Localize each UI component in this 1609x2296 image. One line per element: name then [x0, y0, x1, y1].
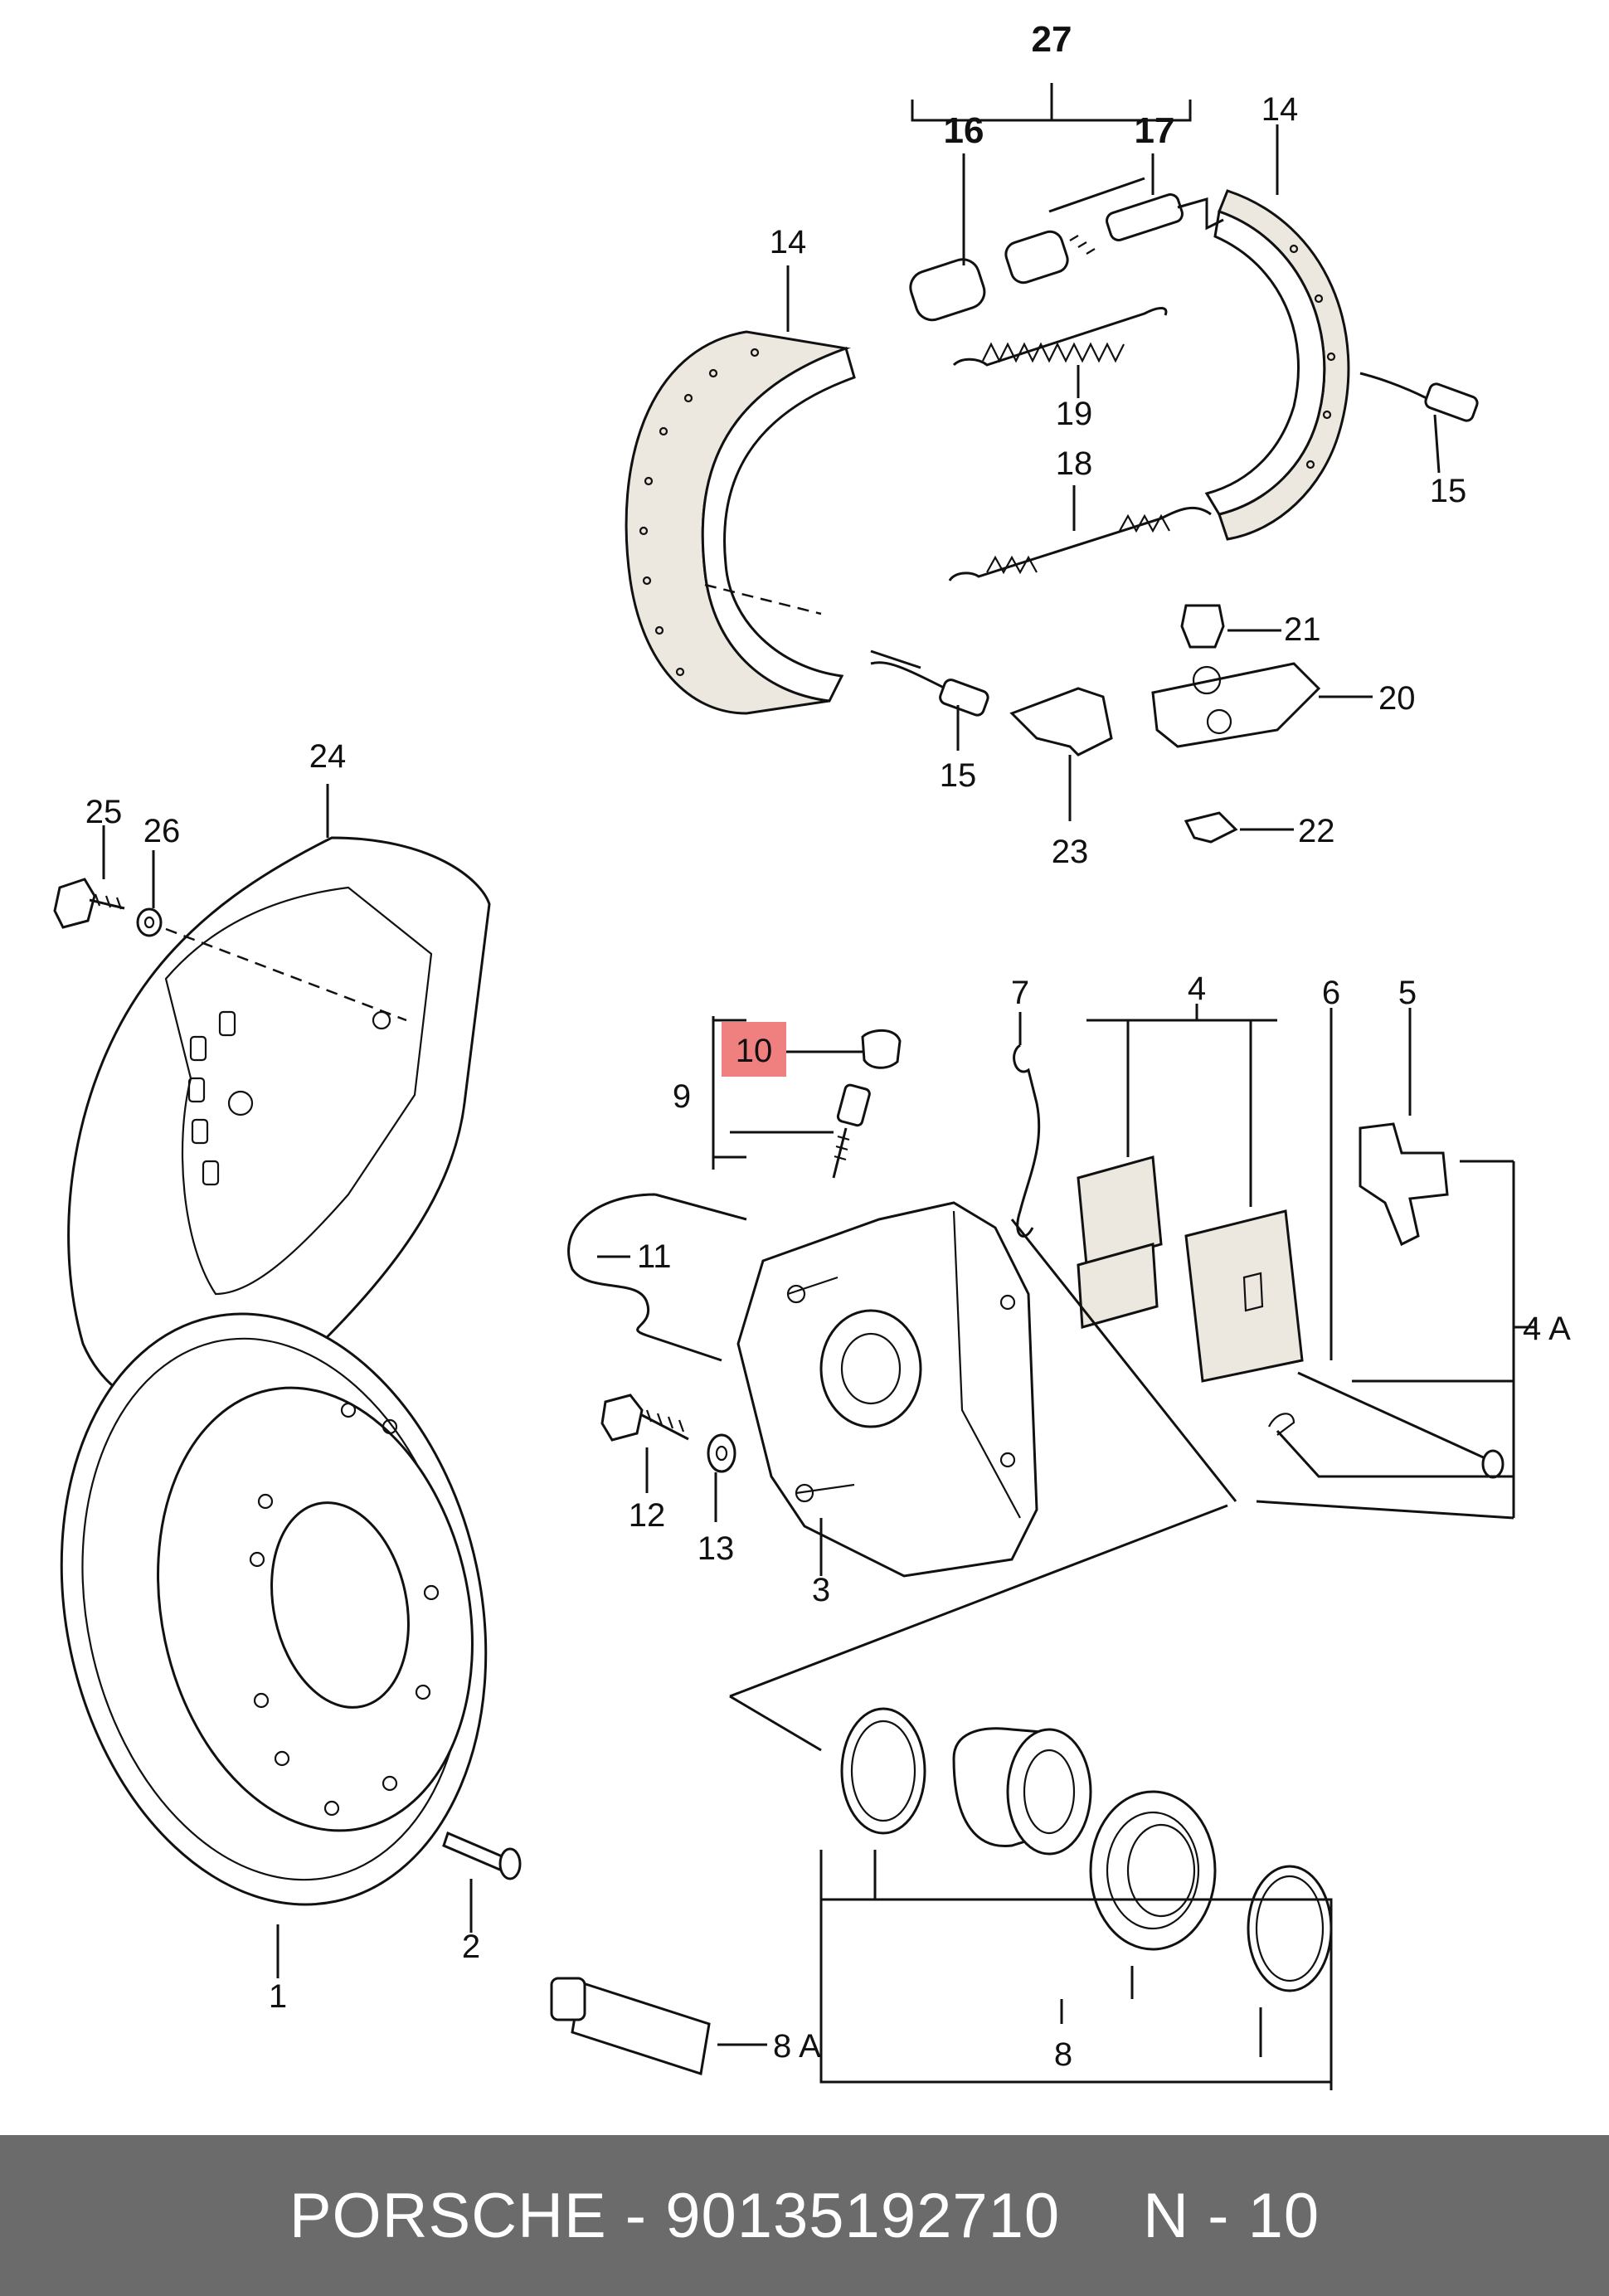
lever-20 — [1151, 662, 1321, 748]
callout-5: 5 — [1398, 975, 1417, 1011]
callout-7: 7 — [1011, 975, 1029, 1011]
callout-26: 26 — [143, 813, 181, 849]
callout-10: 10 — [736, 1033, 773, 1069]
piston — [952, 1727, 1092, 1856]
spring-19 — [952, 307, 1168, 367]
plate-23 — [1009, 687, 1113, 756]
brake-shoe-right — [1204, 189, 1350, 541]
callout-22: 22 — [1298, 813, 1335, 849]
callout-4: 4 — [1188, 970, 1206, 1007]
pin-21 — [1180, 604, 1225, 649]
bolt-12 — [600, 1394, 689, 1442]
callout-17: 17 — [1135, 110, 1175, 151]
brand-name: PORSCHE — [289, 2180, 607, 2251]
brake-pad-rear — [1184, 1209, 1304, 1383]
callout-16: 16 — [944, 110, 984, 151]
brake-shoe-left — [625, 330, 856, 715]
callout-25: 25 — [85, 794, 123, 830]
screw-2 — [442, 1831, 522, 1880]
callout-6: 6 — [1322, 975, 1340, 1011]
callout-4a: 4 A — [1523, 1311, 1571, 1347]
dust-boot — [1089, 1790, 1217, 1951]
callout-12: 12 — [629, 1497, 666, 1534]
callout-13: 13 — [698, 1530, 735, 1567]
callout-2: 2 — [462, 1929, 480, 1965]
pin-clip — [1268, 1413, 1295, 1436]
callout-23: 23 — [1052, 834, 1089, 870]
wear-sensor-7 — [1013, 1043, 1041, 1238]
brake-disc — [60, 1312, 488, 1906]
part-number: 90135192710 — [665, 2180, 1061, 2251]
callout-3: 3 — [812, 1572, 830, 1608]
callout-19: 19 — [1056, 396, 1093, 432]
spring-18 — [948, 506, 1212, 581]
leader-lines — [102, 83, 1534, 2090]
washer-13 — [707, 1433, 736, 1473]
callout-15-left: 15 — [940, 757, 977, 794]
callout-14-left: 14 — [770, 224, 807, 260]
spring-clip-11 — [567, 1193, 747, 1362]
seal-ring — [840, 1707, 926, 1835]
callout-15-right: 15 — [1430, 473, 1467, 509]
brake-caliper — [736, 1201, 1038, 1578]
cap-10 — [861, 1029, 902, 1069]
adjuster-assembly — [909, 177, 1224, 322]
brake-pad-front — [1077, 1155, 1163, 1329]
bleed-valve-9 — [832, 1083, 871, 1179]
callout-8: 8 — [1054, 2036, 1072, 2073]
callout-21: 21 — [1284, 611, 1321, 648]
callout-20: 20 — [1378, 680, 1416, 717]
highlight-box — [722, 1022, 786, 1077]
diagram-ref-separator: - — [1189, 2180, 1248, 2251]
callout-11: 11 — [637, 1238, 672, 1275]
anti-rattle-spring-5 — [1359, 1122, 1449, 1247]
retaining-ring — [1247, 1865, 1333, 1992]
callout-8a: 8 A — [773, 2028, 821, 2065]
diagram-ref-prefix: N — [1143, 2180, 1190, 2251]
diagram-ref-number: 10 — [1247, 2180, 1320, 2251]
brake-parts-diagram: 27 16 17 14 14 19 18 15 21 20 15 22 23 2… — [53, 19, 1571, 2090]
spring-15-left — [870, 661, 946, 690]
washer-26 — [136, 907, 163, 937]
callout-14-right: 14 — [1261, 91, 1299, 128]
footer-separator: - — [606, 2180, 666, 2251]
bolt-25 — [53, 878, 125, 929]
callout-24: 24 — [309, 738, 347, 775]
clip-22 — [1184, 811, 1238, 844]
part-number-footer: PORSCHE - 90135192710 N - 10 — [0, 2135, 1609, 2296]
spring-15-right — [1359, 372, 1427, 400]
callout-1: 1 — [269, 1978, 287, 2015]
callout-9: 9 — [673, 1078, 691, 1115]
callout-27: 27 — [1032, 19, 1072, 60]
pad-pin-6 — [1297, 1371, 1490, 1462]
callout-18: 18 — [1056, 445, 1093, 482]
grease-tube-8a — [550, 1977, 711, 2075]
